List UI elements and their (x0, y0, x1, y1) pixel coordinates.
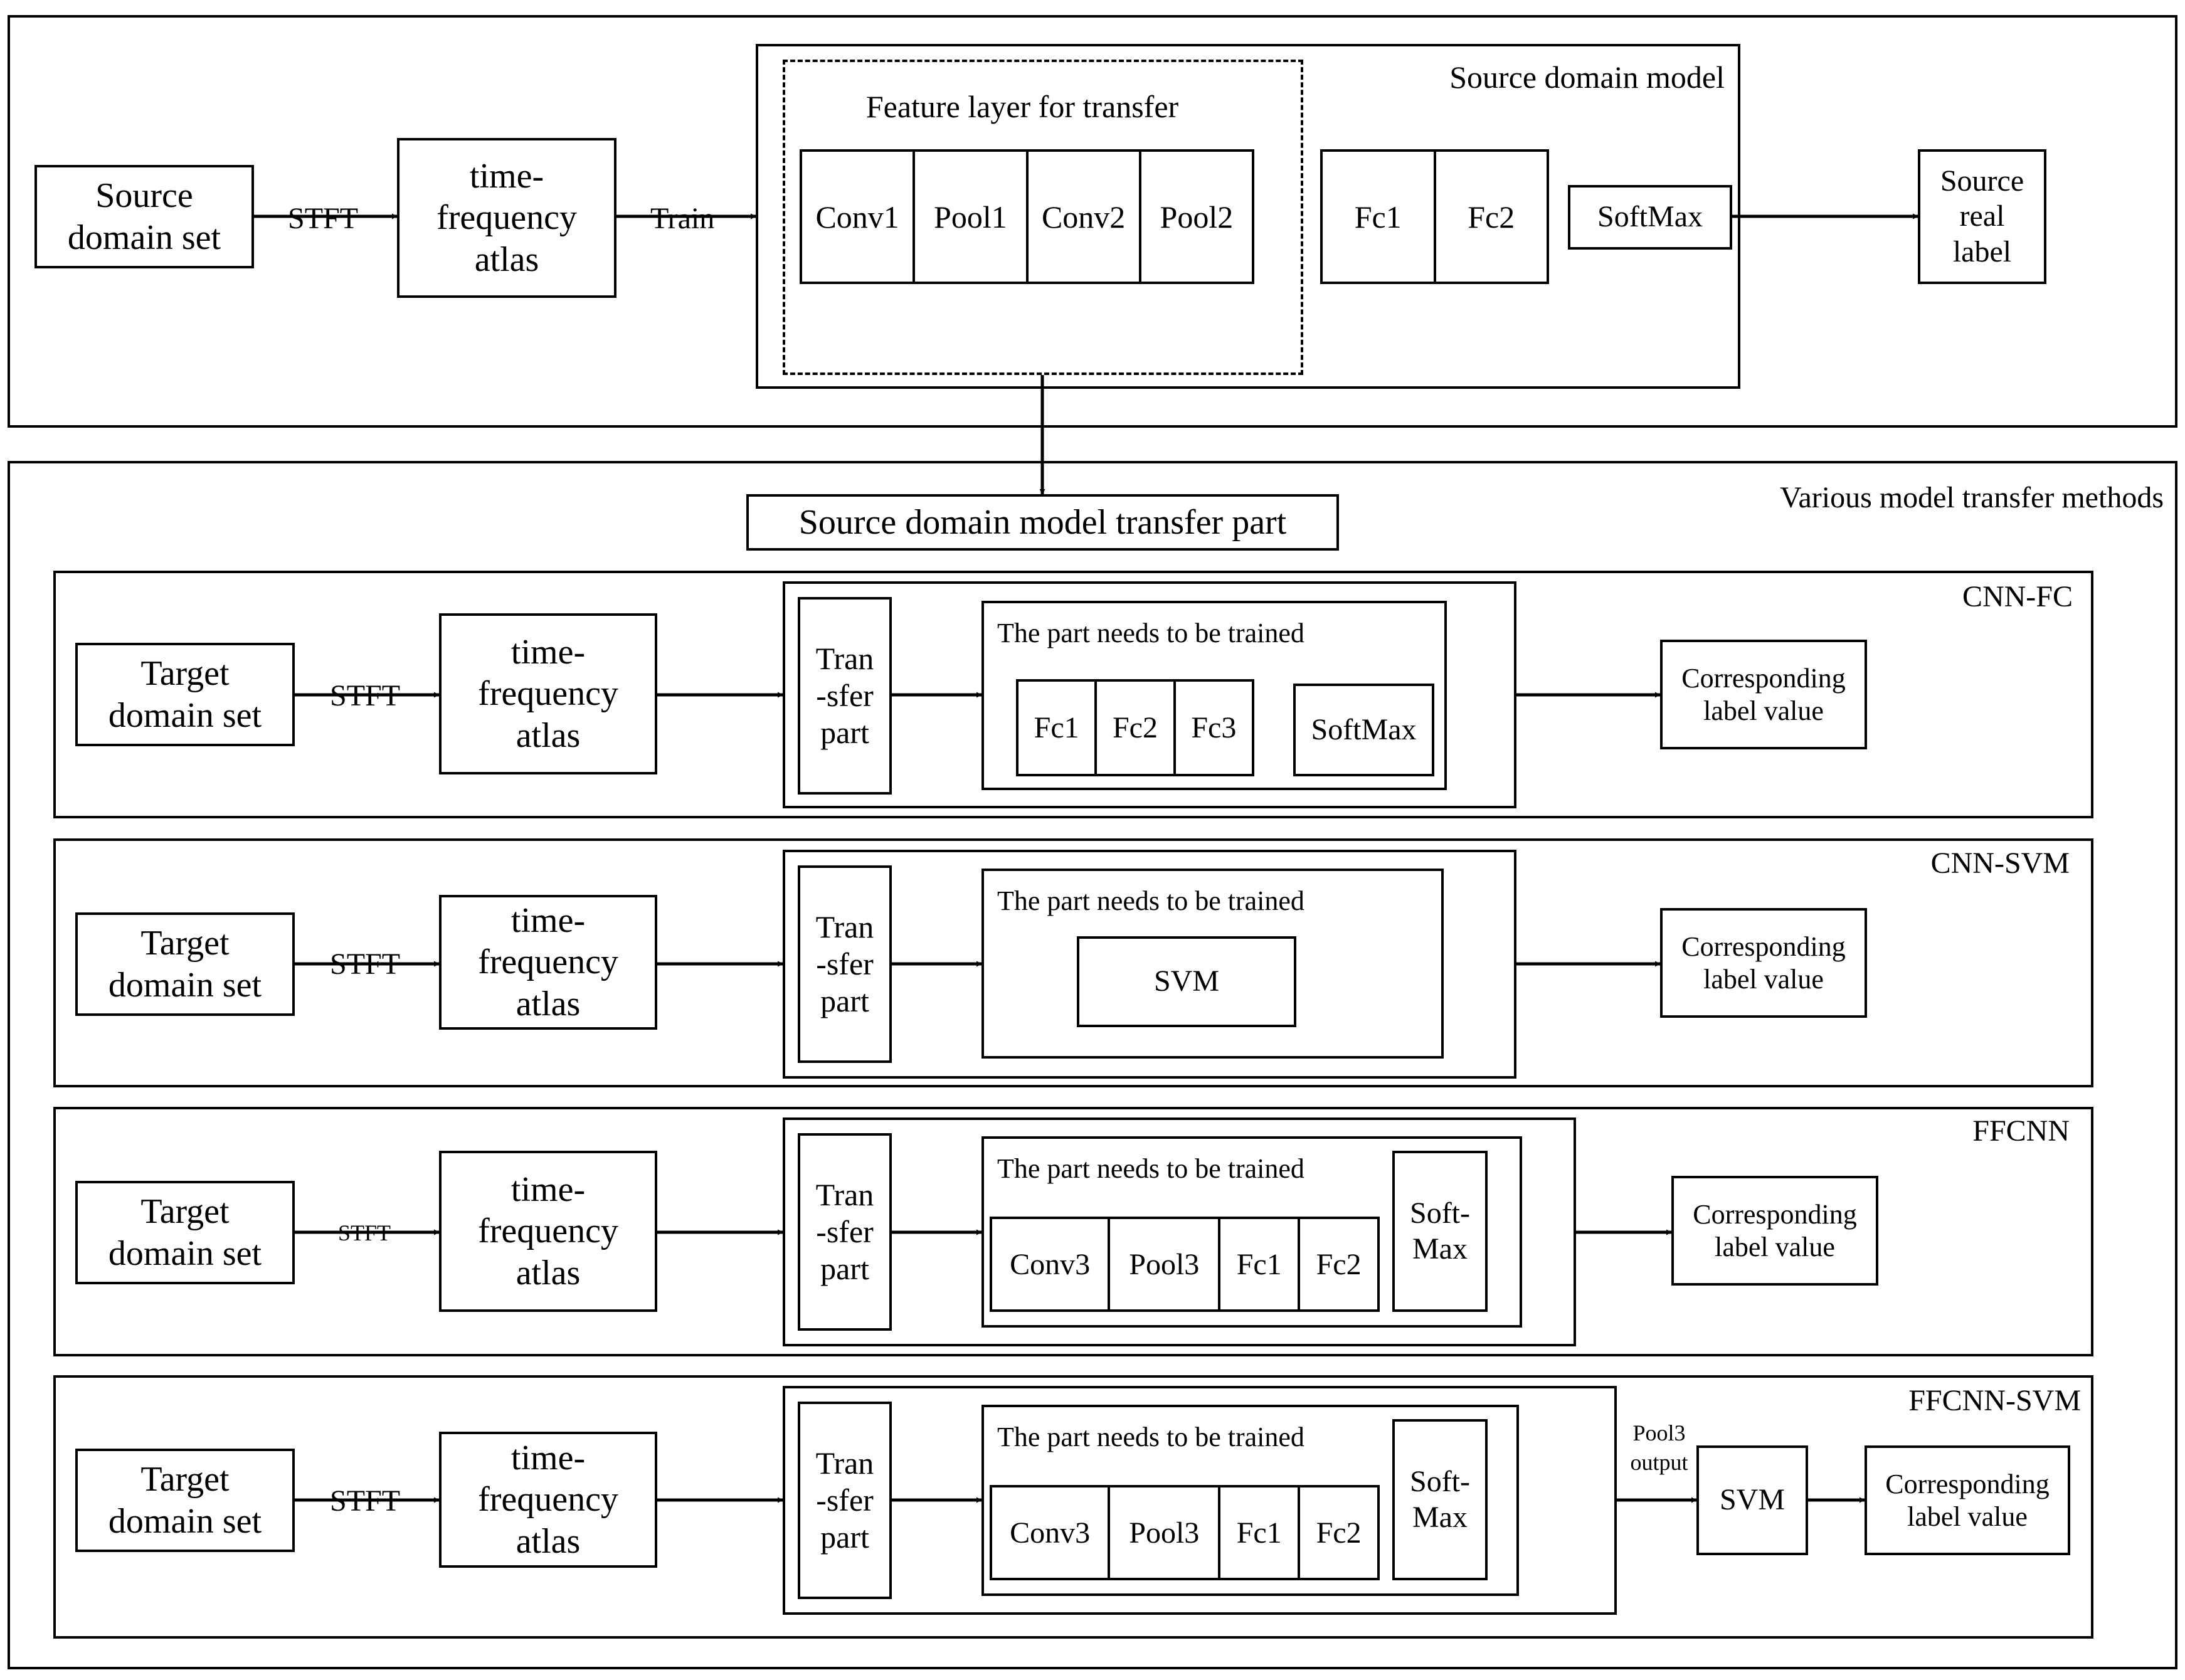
row4-target-set: Target domain set (75, 1449, 295, 1552)
row3-label-value: Corresponding label value (1671, 1176, 1878, 1286)
row1-softmax-box: SoftMax (1293, 684, 1434, 776)
row4-stft-label: STFT (327, 1486, 403, 1516)
row-ffcnn-svm-title: FFCNN-SVM (1908, 1384, 2081, 1417)
row3-trained-title: The part needs to be trained (997, 1153, 1304, 1184)
row-ffcnn-svm-frame (53, 1375, 2093, 1639)
various-methods-title: Various model transfer methods (1780, 481, 2164, 514)
row1-trained-title: The part needs to be trained (997, 618, 1304, 648)
row3-model-frame (783, 1117, 1576, 1346)
feature-layer-dashed-box (783, 60, 1303, 375)
row1-fc2-cell: Fc2 (1094, 682, 1173, 774)
source-real-label-box: Source real label (1918, 149, 2046, 284)
row1-target-set: Target domain set (75, 643, 295, 746)
row2-label-value: Corresponding label value (1660, 908, 1867, 1018)
row-cnn-svm-frame (53, 838, 2093, 1087)
top-train-label: Train (648, 204, 717, 234)
top-fc1-cell: Fc1 (1354, 199, 1402, 235)
row3-conv3-cell: Conv3 (1010, 1247, 1091, 1281)
row1-model-frame (783, 581, 1516, 808)
row-ffcnn-frame (53, 1107, 2093, 1356)
row1-tf-atlas: time- frequency atlas (439, 613, 657, 774)
row2-trained-frame (981, 869, 1444, 1059)
top-tf-atlas-box: time- frequency atlas (397, 138, 616, 298)
row-cnn-fc-title: CNN-FC (1962, 580, 2073, 613)
top-fc-row: Fc1 Fc2 (1320, 149, 1549, 284)
row3-softmax-box: Soft- Max (1392, 1151, 1488, 1312)
row3-tf-atlas: time- frequency atlas (439, 1151, 657, 1312)
row2-target-set: Target domain set (75, 912, 295, 1016)
feature-layer-title: Feature layer for transfer (865, 89, 1179, 124)
row1-trained-frame (981, 601, 1447, 790)
row4-fc1-cell: Fc1 (1218, 1487, 1298, 1578)
row3-target-set: Target domain set (75, 1181, 295, 1284)
transfer-part-box: Source domain model transfer part (746, 494, 1339, 551)
row2-transfer-box: Tran -sfer part (798, 865, 892, 1063)
row1-fc1-cell: Fc1 (1034, 711, 1079, 744)
top-fc2-cell: Fc2 (1433, 152, 1547, 282)
row2-stft-label: STFT (327, 949, 403, 980)
row1-label-value: Corresponding label value (1660, 640, 1867, 749)
row4-trained-title: The part needs to be trained (997, 1422, 1304, 1452)
row-ffcnn-title: FFCNN (1972, 1114, 2070, 1148)
conv1-cell: Conv1 (815, 199, 899, 235)
pool1-cell: Pool1 (913, 152, 1025, 282)
row2-svm-box: SVM (1077, 936, 1296, 1027)
row3-pool3-cell: Pool3 (1108, 1219, 1218, 1309)
conv2-cell: Conv2 (1025, 152, 1139, 282)
row4-svm-box: SVM (1696, 1445, 1808, 1555)
row3-transfer-box: Tran -sfer part (798, 1133, 892, 1331)
top-outer-frame (8, 15, 2177, 428)
row4-softmax-box: Soft- Max (1392, 1419, 1488, 1580)
row2-model-frame (783, 850, 1516, 1079)
row2-tf-atlas: time- frequency atlas (439, 895, 657, 1030)
row1-fc3-cell: Fc3 (1173, 682, 1252, 774)
row3-layer-row: Conv3 Pool3 Fc1 Fc2 (990, 1217, 1380, 1312)
row1-fc-row: Fc1 Fc2 Fc3 (1016, 679, 1254, 776)
row4-conv3-cell: Conv3 (1010, 1516, 1091, 1550)
row1-stft-label: STFT (327, 681, 403, 711)
row4-model-frame (783, 1386, 1617, 1615)
row4-transfer-box: Tran -sfer part (798, 1402, 892, 1599)
row3-trained-frame (981, 1136, 1522, 1328)
conv-pool-row: Conv1 Pool1 Conv2 Pool2 (800, 149, 1254, 284)
row4-trained-frame (981, 1405, 1519, 1596)
top-softmax-box: SoftMax (1568, 185, 1732, 250)
row2-trained-title: The part needs to be trained (997, 885, 1304, 916)
row4-fc2-cell: Fc2 (1298, 1487, 1377, 1578)
bottom-outer-frame (8, 461, 2177, 1669)
row4-layer-row: Conv3 Pool3 Fc1 Fc2 (990, 1485, 1380, 1580)
source-domain-set-box: Source domain set (34, 165, 254, 268)
row3-stft-label: STFT (336, 1222, 394, 1244)
row-cnn-fc-frame (53, 571, 2093, 818)
row4-tf-atlas: time- frequency atlas (439, 1432, 657, 1568)
row3-fc2-cell: Fc2 (1298, 1219, 1377, 1309)
row1-transfer-box: Tran -sfer part (798, 597, 892, 795)
source-domain-model-title: Source domain model (1449, 60, 1725, 95)
row4-pool3-output-label: Pool3 output (1630, 1420, 1688, 1475)
row3-fc1-cell: Fc1 (1218, 1219, 1298, 1309)
row-cnn-svm-title: CNN-SVM (1930, 847, 2070, 880)
row4-pool3-cell: Pool3 (1108, 1487, 1218, 1578)
top-stft-label: STFT (285, 204, 361, 234)
row4-label-value: Corresponding label value (1865, 1445, 2070, 1555)
pool2-cell: Pool2 (1138, 152, 1252, 282)
